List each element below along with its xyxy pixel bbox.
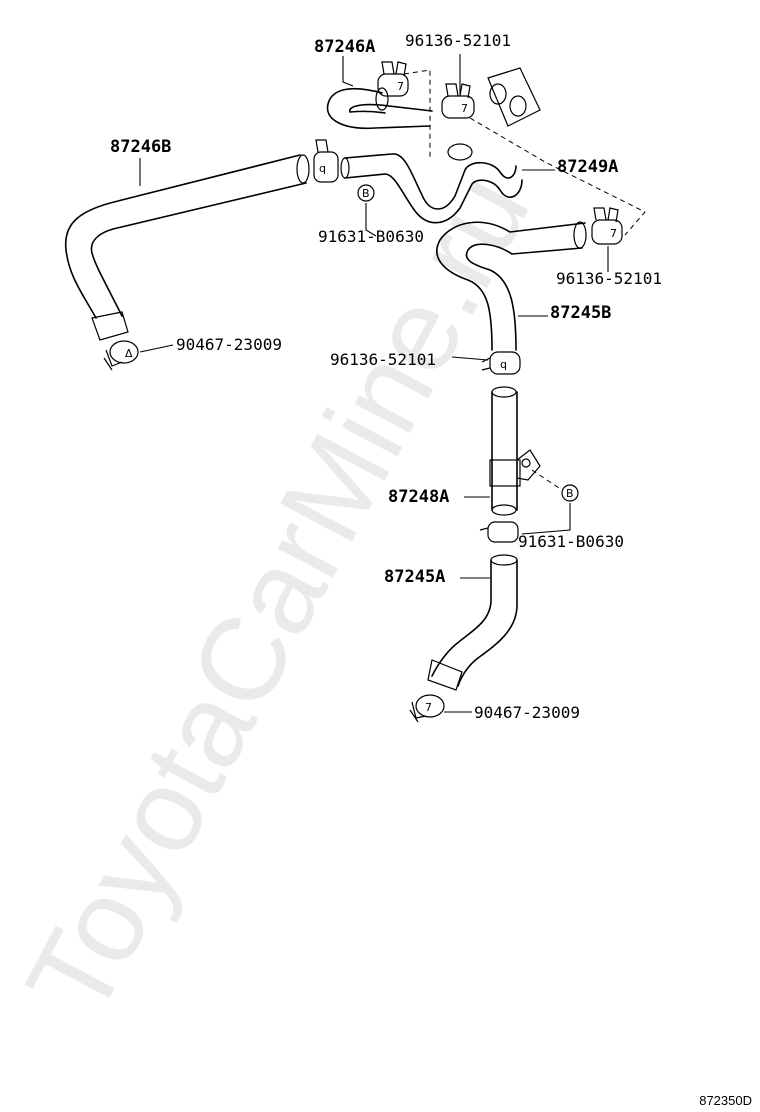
label-91631-B0630-lower: 91631-B0630 (518, 532, 624, 551)
clip-90467-23009-bottom[interactable]: 7 (409, 694, 445, 723)
clip-90467-23009-left[interactable]: Δ (103, 340, 139, 371)
svg-text:Δ: Δ (125, 347, 133, 360)
label-90467-23009-bottom: 90467-23009 (474, 703, 580, 722)
label-91631-B0630-upper: 91631-B0630 (318, 227, 424, 246)
svg-text:B: B (566, 487, 574, 500)
label-87246B: 87246B (110, 137, 171, 157)
clamp-96136-52101-top[interactable]: 7 (377, 61, 409, 97)
clamp-96136-52101-right[interactable]: 7 (591, 207, 623, 245)
svg-text:7: 7 (397, 80, 404, 93)
label-90467-23009-left: 90467-23009 (176, 335, 282, 354)
watermark-text: ToyotaCarMine.ru (1, 153, 555, 1037)
svg-text:q: q (500, 358, 507, 371)
ref-circle-b-upper: B (357, 184, 375, 202)
clamp-96136-52101-mid[interactable]: q (481, 351, 521, 375)
diagram-code: 872350D (699, 1093, 752, 1108)
gasket-plate (487, 67, 541, 127)
svg-text:7: 7 (461, 102, 468, 115)
clamp-96136-52101-top-right[interactable]: 7 (441, 83, 475, 119)
label-87245B: 87245B (550, 303, 611, 323)
leader-lines (139, 54, 609, 713)
label-87249A: 87249A (557, 157, 618, 177)
pipe-87248A[interactable] (489, 386, 541, 516)
hose-87245A[interactable] (427, 554, 518, 691)
hose-87246B[interactable] (64, 154, 310, 341)
hose-87245B[interactable] (436, 221, 587, 351)
hose-87246A[interactable] (326, 87, 433, 130)
svg-text:q: q (319, 162, 326, 175)
label-96136-52101-top: 96136-52101 (405, 31, 511, 50)
svg-text:B: B (362, 187, 370, 200)
ref-circle-b-lower: B (561, 484, 579, 502)
label-96136-52101-right: 96136-52101 (556, 269, 662, 288)
label-87245A: 87245A (384, 567, 445, 587)
svg-text:7: 7 (425, 701, 432, 714)
label-87248A: 87248A (388, 487, 449, 507)
hose-87249A[interactable] (340, 143, 523, 224)
clamp-joint-upper[interactable]: q (313, 139, 339, 183)
label-87246A: 87246A (314, 37, 375, 57)
svg-text:7: 7 (610, 227, 617, 240)
label-96136-52101-mid: 96136-52101 (330, 350, 436, 369)
alignment-lines (403, 69, 646, 491)
clamp-joint-lower[interactable] (479, 521, 519, 543)
